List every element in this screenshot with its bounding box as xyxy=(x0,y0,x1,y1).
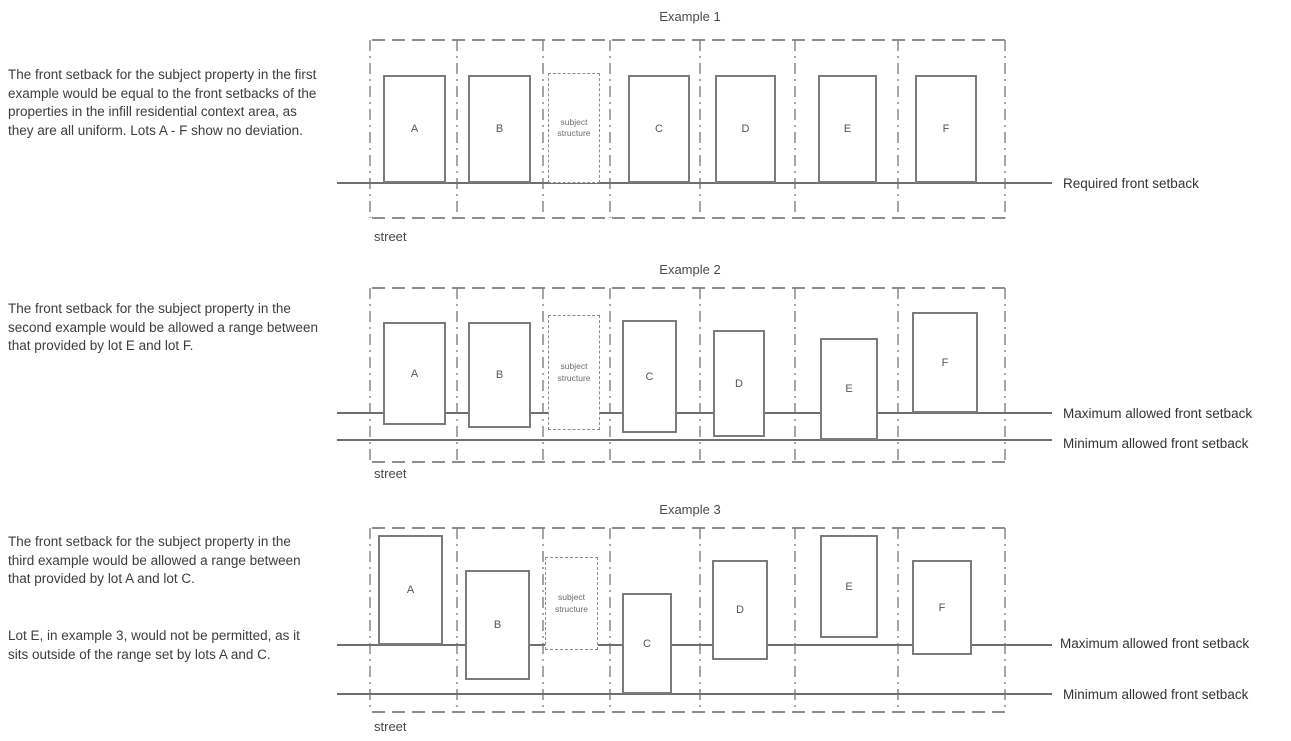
example-3-min-setback-label: Minimum allowed front setback xyxy=(1063,687,1249,702)
example-2-title: Example 2 xyxy=(659,262,721,277)
example-2-lot-c-building: C xyxy=(622,320,677,433)
example-1-title: Example 1 xyxy=(659,9,721,24)
example-2-max-setback-label: Maximum allowed front setback xyxy=(1063,406,1253,421)
lot-label: F xyxy=(941,356,949,369)
lot-label: F xyxy=(938,601,946,614)
example-3-lot-boundary-lines xyxy=(369,527,1006,713)
example-3-lot-a-building: A xyxy=(378,535,443,645)
example-3-street-label: street xyxy=(374,719,407,734)
lot-label: F xyxy=(942,123,950,135)
example-2-lot-boundary-lines xyxy=(369,287,1006,463)
lot-label: A xyxy=(410,123,419,135)
lot-label: D xyxy=(741,123,750,135)
example-2-street-label: street xyxy=(374,466,407,481)
example-2-lot-d-building: D xyxy=(713,330,765,437)
lot-label: D xyxy=(735,377,743,390)
example-2-lot-f-building: F xyxy=(912,312,978,413)
example-3-description: The front setback for the subject proper… xyxy=(8,534,301,587)
example-1-required-setback-label: Required front setback xyxy=(1063,176,1199,191)
example-3-lot-b-building: B xyxy=(465,570,530,680)
example-1-lot-boundary-lines xyxy=(369,39,1006,219)
example-2-min-setback-label: Minimum allowed front setback xyxy=(1063,436,1249,451)
lot-label: E xyxy=(845,580,853,593)
example-3-lot-f-building: F xyxy=(912,560,972,655)
example-3-lot-e-building: E xyxy=(820,535,878,638)
example-1-lot-c-building: C xyxy=(628,75,690,183)
lot-label: B xyxy=(493,619,502,631)
lot-label: B xyxy=(495,369,504,381)
example-1-lot-f-building: F xyxy=(915,75,977,183)
example-3-lot-d-building: D xyxy=(712,560,768,660)
lot-label: C xyxy=(645,370,654,383)
example-2-lot-a-building: A xyxy=(383,322,446,425)
example-1-lot-d-building: D xyxy=(715,75,776,183)
lot-label: D xyxy=(736,604,744,616)
example-3-note: Lot E, in example 3, would not be permit… xyxy=(8,628,300,662)
example-3-title: Example 3 xyxy=(659,502,721,517)
example-1-subject-structure: subject structure xyxy=(548,73,600,183)
subject-structure-label: subject structure xyxy=(557,361,591,383)
lot-label: A xyxy=(410,367,419,380)
subject-structure-label: subject structure xyxy=(554,592,589,614)
example-3-max-setback-label: Maximum allowed front setback xyxy=(1060,636,1250,651)
lot-label: A xyxy=(406,584,415,596)
example-1-lot-b-building: B xyxy=(468,75,531,183)
example-1-street-label: street xyxy=(374,229,407,244)
example-2-description: The front setback for the subject proper… xyxy=(8,301,318,354)
lot-label: C xyxy=(655,123,663,135)
example-3-subject-structure: subject structure xyxy=(545,557,598,650)
example-1-description: The front setback for the subject proper… xyxy=(8,67,317,138)
example-2-lot-b-building: B xyxy=(468,322,531,428)
lot-label: C xyxy=(643,637,651,650)
example-1-lot-e-building: E xyxy=(818,75,877,183)
example-1-lot-a-building: A xyxy=(383,75,446,183)
example-2-lot-e-building: E xyxy=(820,338,878,440)
lot-label: E xyxy=(845,383,853,395)
lot-label: E xyxy=(843,123,852,135)
subject-structure-label: subject structure xyxy=(557,116,591,138)
example-2-subject-structure: subject structure xyxy=(548,315,600,430)
example-3-lot-c-building: C xyxy=(622,593,672,694)
lot-label: B xyxy=(495,123,504,135)
